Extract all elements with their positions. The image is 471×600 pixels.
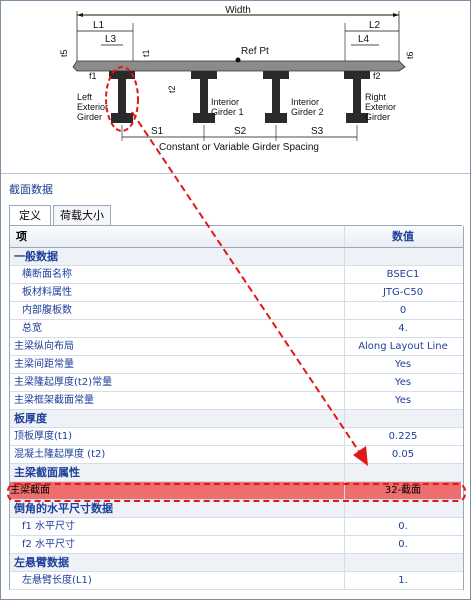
property-value — [345, 464, 461, 481]
property-row[interactable]: 顶板厚度(t1) 0.225 — [10, 428, 463, 446]
property-label: 板厚度 — [10, 410, 345, 427]
property-value — [345, 554, 461, 571]
property-label: f1 水平尺寸 — [10, 518, 345, 535]
right-girder-label: Right Exterior Girder — [365, 92, 399, 122]
property-label: 左悬臂长度(L1) — [10, 572, 345, 589]
property-label: 倒角的水平尺寸数据 — [10, 500, 345, 517]
grid-header: 项 数值 — [10, 226, 463, 248]
property-row[interactable]: 左悬臂长度(L1) 1. — [10, 572, 463, 590]
s3-label: S3 — [311, 126, 324, 137]
property-value[interactable]: Along Layout Line — [358, 341, 448, 352]
s1-label: S1 — [151, 126, 164, 137]
property-value[interactable]: Yes — [394, 395, 412, 406]
header-value: 数值 — [392, 230, 414, 243]
property-row[interactable]: 内部腹板数 0 — [10, 302, 463, 320]
property-row[interactable]: 主梁隆起厚度(t2)常量 Yes — [10, 374, 463, 392]
interior-girder-2-label: Interior Girder 2 — [291, 97, 324, 117]
ref-pt-label: Ref Pt — [241, 46, 269, 57]
property-label: 主梁纵向布局 — [10, 338, 345, 355]
property-row[interactable]: 主梁纵向布局 Along Layout Line — [10, 338, 463, 356]
f1-label: f1 — [89, 71, 97, 81]
property-row[interactable]: 总宽 4. — [10, 320, 463, 338]
property-value[interactable]: 1. — [398, 575, 408, 586]
property-label: 顶板厚度(t1) — [10, 428, 345, 445]
highlight-box — [7, 483, 466, 502]
property-label: f2 水平尺寸 — [10, 536, 345, 553]
property-value[interactable]: 0. — [398, 521, 408, 532]
girder-section-diagram: Width L1 L3 L2 L4 t5 t6 t1 Ref Pt f1 f2 … — [59, 5, 415, 153]
property-value[interactable]: Yes — [394, 377, 412, 388]
tab-definition[interactable]: 定义 — [9, 205, 51, 226]
property-value — [345, 410, 461, 427]
panel-title: 截面数据 — [9, 183, 53, 196]
left-girder-label: Left Exterior Girder — [77, 92, 111, 122]
property-row[interactable]: 混凝土隆起厚度 (t2) 0.05 — [10, 446, 463, 464]
interior-girder-2 — [263, 71, 289, 123]
property-value[interactable]: JTG-C50 — [382, 287, 424, 298]
property-value — [345, 248, 461, 265]
header-item: 项 — [10, 226, 345, 247]
property-label: 一般数据 — [10, 248, 345, 265]
category-row: 主梁截面属性 — [10, 464, 463, 482]
property-value — [345, 500, 461, 517]
interior-girder-1-label: Interior Girder 1 — [211, 97, 244, 117]
category-row: 一般数据 — [10, 248, 463, 266]
l2-label: L2 — [369, 20, 381, 31]
girder-highlight-ellipse — [105, 66, 139, 132]
property-value[interactable]: Yes — [394, 359, 412, 370]
property-label: 主梁框架截面常量 — [10, 392, 345, 409]
property-grid: 项 数值 一般数据横断面名称 BSEC1 板材料属性 JTG-C50 内部腹板数 0 总宽 4… — [9, 226, 464, 590]
property-value[interactable]: 0.05 — [391, 449, 415, 460]
l3-label: L3 — [105, 34, 117, 45]
property-label: 主梁截面 — [10, 482, 345, 499]
category-row: 板厚度 — [10, 410, 463, 428]
panel-divider — [1, 173, 470, 174]
s2-label: S2 — [234, 126, 247, 137]
property-label: 混凝土隆起厚度 (t2) — [10, 446, 345, 463]
property-row[interactable]: 主梁框架截面常量 Yes — [10, 392, 463, 410]
property-label: 内部腹板数 — [10, 302, 345, 319]
property-value[interactable]: 32-截面 — [345, 482, 461, 499]
width-label: Width — [225, 5, 251, 16]
property-value[interactable]: 4. — [398, 323, 408, 334]
property-row[interactable]: f2 水平尺寸 0. — [10, 536, 463, 554]
property-label: 板材料属性 — [10, 284, 345, 301]
category-row: 左悬臂数据 — [10, 554, 463, 572]
property-label: 总宽 — [10, 320, 345, 337]
property-row[interactable]: 横断面名称 BSEC1 — [10, 266, 463, 284]
t5-label: t5 — [59, 49, 69, 57]
t6-label: t6 — [405, 51, 415, 59]
t1-label: t1 — [141, 49, 151, 57]
l4-label: L4 — [358, 34, 370, 45]
property-label: 主梁间距常量 — [10, 356, 345, 373]
property-row[interactable]: f1 水平尺寸 0. — [10, 518, 463, 536]
property-value[interactable]: 0.225 — [388, 431, 418, 442]
property-label: 横断面名称 — [10, 266, 345, 283]
tab-load-magnitude[interactable]: 荷载大小 — [53, 205, 111, 225]
property-value[interactable]: 0. — [398, 539, 408, 550]
spacing-label: Constant or Variable Girder Spacing — [159, 142, 319, 153]
property-value[interactable]: 0 — [399, 305, 407, 316]
property-label: 主梁隆起厚度(t2)常量 — [10, 374, 345, 391]
property-row[interactable]: 主梁间距常量 Yes — [10, 356, 463, 374]
left-exterior-girder — [109, 71, 135, 123]
property-value[interactable]: BSEC1 — [386, 269, 420, 280]
property-row[interactable]: 板材料属性 JTG-C50 — [10, 284, 463, 302]
f2-label: f2 — [373, 71, 381, 81]
category-row: 倒角的水平尺寸数据 — [10, 500, 463, 518]
t2-label: t2 — [167, 85, 177, 93]
property-label: 主梁截面属性 — [10, 464, 345, 481]
l1-label: L1 — [93, 20, 105, 31]
property-label: 左悬臂数据 — [10, 554, 345, 571]
